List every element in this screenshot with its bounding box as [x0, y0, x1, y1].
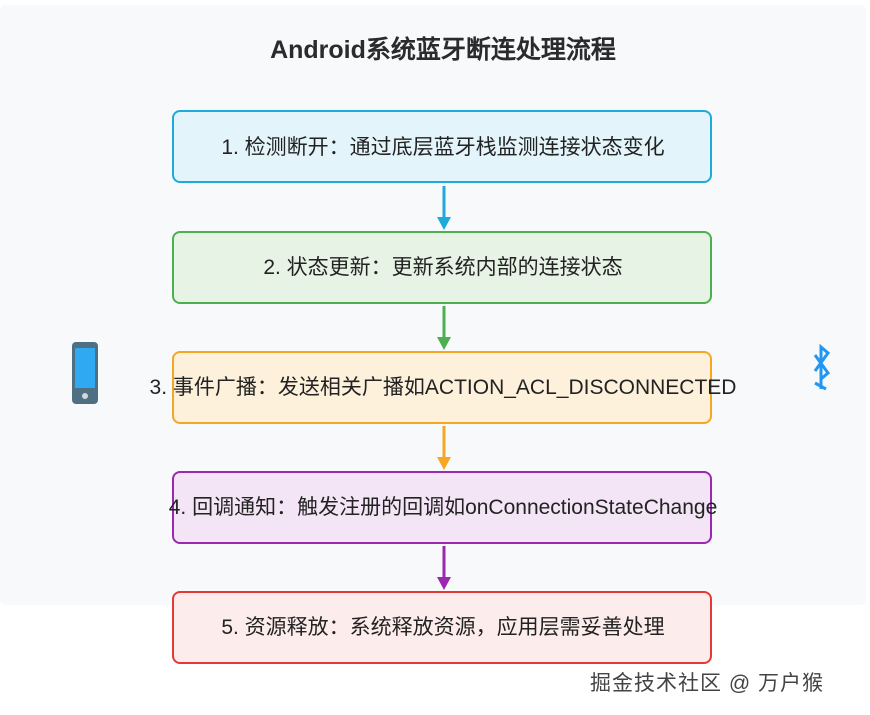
step-label-5: 5. 资源释放：系统释放资源，应用层需妥善处理 [221, 616, 665, 639]
step-box-2 [172, 231, 712, 304]
phone-icon [72, 342, 98, 404]
step-label-3: 3. 事件广播：发送相关广播如ACTION_ACL_DISCONNECTED [149, 376, 737, 399]
step-box-4 [172, 471, 712, 544]
arrow-4-to-5 [437, 546, 451, 590]
step-label-2: 2. 状态更新：更新系统内部的连接状态 [263, 256, 623, 279]
step-label-1: 1. 检测断开：通过底层蓝牙栈监测连接状态变化 [221, 136, 665, 159]
diagram-title: Android系统蓝牙断连处理流程 [270, 36, 616, 64]
step-box-1 [172, 110, 712, 183]
bluetooth-icon [813, 343, 831, 391]
step-box-3 [172, 351, 712, 424]
arrow-1-to-2 [437, 186, 451, 230]
arrow-3-to-4 [437, 426, 451, 470]
watermark: 掘金技术社区 @ 万户猴 [590, 672, 824, 695]
arrow-2-to-3 [437, 306, 451, 350]
step-label-4: 4. 回调通知：触发注册的回调如onConnectionStateChange [168, 496, 718, 519]
step-box-5 [172, 591, 712, 664]
